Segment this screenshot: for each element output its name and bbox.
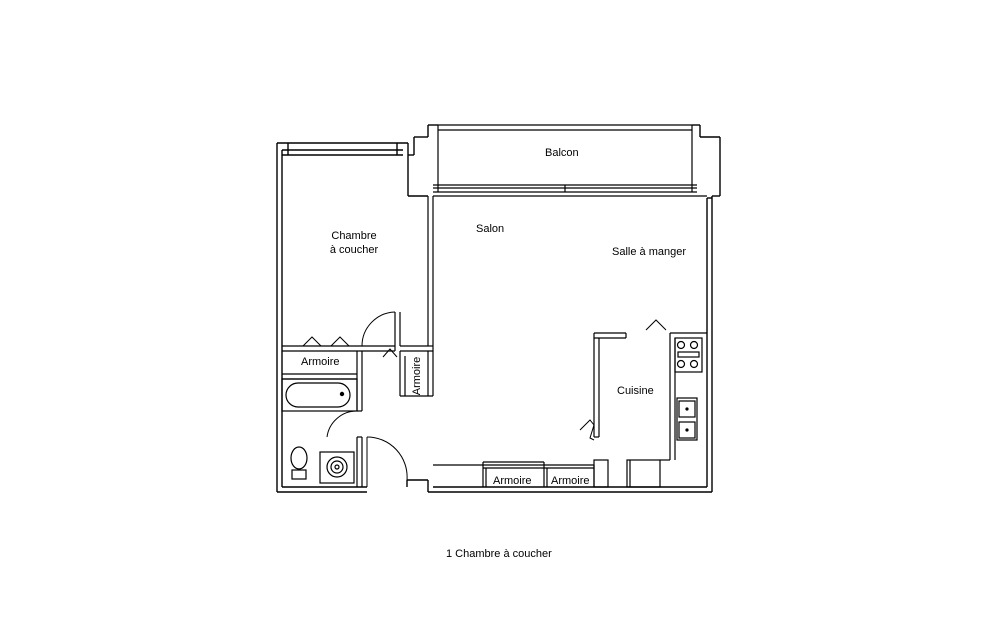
- dining-room-label: Salle à manger: [612, 246, 686, 258]
- bedroom-closet: [282, 373, 357, 380]
- stove: [674, 337, 703, 373]
- bedroom-label: Chambre à coucher: [324, 229, 384, 257]
- bathtub: [281, 378, 358, 412]
- balcony-outline: [433, 124, 707, 197]
- toilet: [290, 446, 308, 480]
- hall-closet-label: Armoire: [411, 356, 423, 396]
- bottom-storage: [433, 459, 670, 488]
- bedroom-closet-label: Armoire: [301, 356, 340, 368]
- kitchen-label: Cuisine: [617, 385, 654, 397]
- bedroom-label-line2: à coucher: [329, 244, 379, 256]
- bottom-closet-label-1: Armoire: [493, 475, 532, 487]
- bottom-closet-label-2: Armoire: [551, 475, 590, 487]
- bedroom-label-line1: Chambre: [331, 230, 377, 242]
- floor-plan-caption: 1 Chambre à coucher: [446, 548, 552, 560]
- balcony-label: Balcon: [545, 147, 579, 159]
- bathroom-sink: [319, 451, 355, 484]
- living-room-label: Salon: [476, 223, 505, 235]
- exterior-walls: [276, 124, 721, 493]
- kitchen-sink: [676, 397, 698, 441]
